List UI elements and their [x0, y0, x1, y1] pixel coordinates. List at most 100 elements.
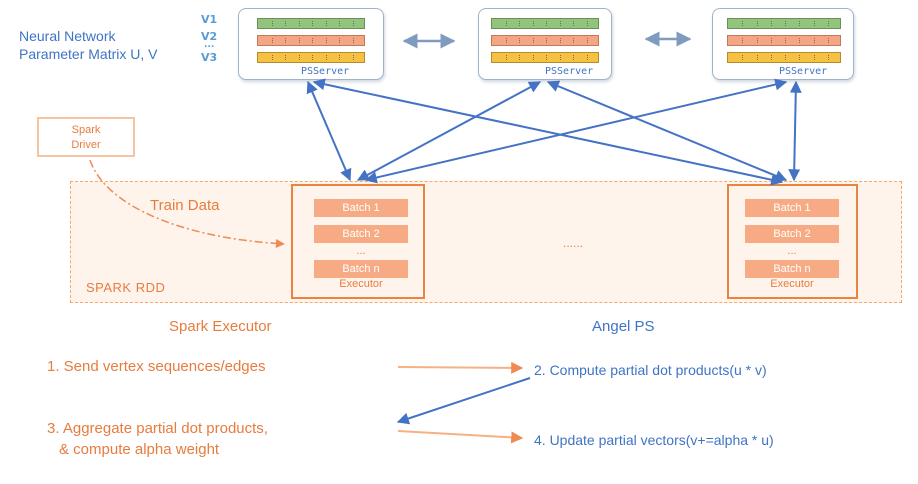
bar-tick	[546, 38, 547, 43]
step1-to-step2-arrow	[397, 361, 524, 374]
bar-tick	[506, 55, 507, 60]
bar-tick	[272, 21, 273, 26]
ps-server-label: PSServer	[545, 66, 594, 77]
middle-ellipsis: ......	[563, 236, 584, 250]
v1-bar	[491, 18, 599, 29]
batch-1: Batch 1	[745, 199, 839, 217]
bar-tick	[771, 21, 772, 26]
bar-tick	[533, 55, 534, 60]
bar-tick	[339, 38, 340, 43]
bar-tick	[573, 55, 574, 60]
bar-tick	[757, 21, 758, 26]
bar-tick	[299, 21, 300, 26]
batch-ellipsis: ...	[787, 245, 797, 257]
bar-tick	[506, 38, 507, 43]
bar-tick	[799, 55, 800, 60]
bar-tick	[828, 55, 829, 60]
train-data-label: Train Data	[150, 197, 220, 214]
bar-tick	[326, 38, 327, 43]
executor-label: Executor	[770, 278, 814, 290]
bar-tick	[587, 21, 588, 26]
bar-tick	[299, 55, 300, 60]
bar-tick	[285, 21, 286, 26]
bar-tick	[519, 55, 520, 60]
bar-tick	[312, 55, 313, 60]
v1-label: V1	[201, 13, 218, 26]
bar-tick	[757, 55, 758, 60]
bar-tick	[587, 38, 588, 43]
bar-tick	[299, 38, 300, 43]
bar-tick	[742, 55, 743, 60]
v3-bar	[727, 52, 841, 63]
bar-tick	[814, 21, 815, 26]
batch-2: Batch 2	[745, 225, 839, 243]
executor-1: Batch 1 Batch 2 ... Batch n Executor	[291, 184, 425, 299]
step-3-line1: 3. Aggregate partial dot products,	[47, 420, 268, 437]
batch-n: Batch n	[314, 260, 408, 278]
spark-driver-box: Spark Driver	[37, 117, 135, 157]
v2-bar	[257, 35, 365, 46]
bar-tick	[771, 55, 772, 60]
ps-server-2: PSServer	[478, 8, 612, 80]
v2-label: V2	[201, 30, 218, 43]
step2-to-step3-arrow	[396, 377, 531, 425]
ps-server-1: PSServer	[238, 8, 384, 80]
parameter-matrix-title: Neural Network Parameter Matrix U, V	[19, 27, 157, 63]
bar-tick	[353, 55, 354, 60]
v1-bar	[727, 18, 841, 29]
exec1-ps3-arrow	[364, 78, 788, 184]
parameter-matrix-title-line1: Neural Network	[19, 28, 116, 44]
bar-tick	[326, 21, 327, 26]
bar-tick	[546, 55, 547, 60]
bar-tick	[519, 38, 520, 43]
bar-tick	[828, 21, 829, 26]
exec2-ps3-arrow	[788, 80, 802, 182]
step3-to-step4-arrow	[397, 430, 524, 444]
v2-bar	[727, 35, 841, 46]
v3-bar	[257, 52, 365, 63]
bar-tick	[533, 38, 534, 43]
step-3-line2: & compute alpha weight	[59, 441, 220, 458]
bar-tick	[771, 38, 772, 43]
spark-driver-line2: Driver	[71, 139, 101, 151]
bar-tick	[272, 55, 273, 60]
bar-tick	[546, 21, 547, 26]
bar-tick	[814, 55, 815, 60]
step-4: 4. Update partial vectors(v+=alpha * u)	[534, 432, 774, 448]
bar-tick	[573, 38, 574, 43]
batch-n: Batch n	[745, 260, 839, 278]
bar-tick	[785, 21, 786, 26]
batch-ellipsis: ...	[356, 245, 366, 257]
bar-tick	[560, 38, 561, 43]
bar-tick	[814, 38, 815, 43]
angel-ps-title: Angel PS	[592, 318, 655, 335]
bar-tick	[785, 38, 786, 43]
parameter-matrix-title-line2: Parameter Matrix U, V	[19, 46, 158, 62]
step-2: 2. Compute partial dot products(u * v)	[534, 362, 767, 378]
bar-tick	[353, 21, 354, 26]
bar-tick	[573, 21, 574, 26]
spark-executor-title: Spark Executor	[169, 318, 272, 335]
ps-server-label: PSServer	[779, 66, 828, 77]
bar-tick	[353, 38, 354, 43]
bar-tick	[799, 21, 800, 26]
exec1-ps2-arrow	[356, 81, 542, 181]
bar-tick	[799, 38, 800, 43]
executor-label: Executor	[339, 278, 383, 290]
ps-server-3: PSServer	[712, 8, 854, 80]
bar-tick	[519, 21, 520, 26]
exec2-ps1-arrow	[312, 78, 784, 186]
bar-tick	[560, 21, 561, 26]
batch-2: Batch 2	[314, 225, 408, 243]
step-1: 1. Send vertex sequences/edges	[47, 358, 266, 375]
v3-label: V3	[201, 51, 218, 64]
v3-bar	[491, 52, 599, 63]
bar-tick	[272, 38, 273, 43]
v2-bar	[491, 35, 599, 46]
bar-tick	[828, 38, 829, 43]
bar-tick	[312, 38, 313, 43]
bar-tick	[742, 21, 743, 26]
spark-driver-line1: Spark	[71, 124, 101, 136]
v1-bar	[257, 18, 365, 29]
v-ellipsis-label: ...	[204, 40, 215, 50]
